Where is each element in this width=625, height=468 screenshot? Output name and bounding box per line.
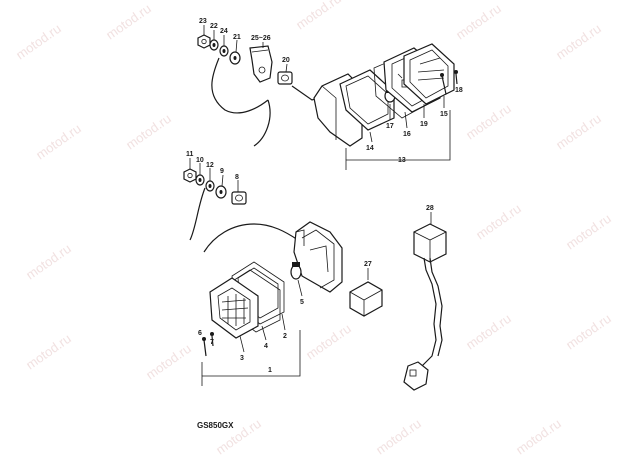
watermark-text: motod.ru	[453, 1, 504, 43]
model-label: GS850GX	[197, 421, 234, 430]
flasher-harness-28: 28	[403, 205, 447, 391]
callout-12: 12	[206, 162, 214, 169]
watermark-text: motod.ru	[13, 21, 64, 63]
callout-20: 20	[282, 57, 290, 64]
callout-22: 22	[210, 23, 218, 30]
callout-25-26: 25~26	[251, 35, 271, 42]
watermark-text: motod.ru	[473, 201, 524, 243]
upper-turn-signal-assembly	[197, 25, 458, 170]
leader-3	[239, 335, 245, 353]
callout-8: 8	[235, 174, 239, 181]
washer-24	[219, 45, 229, 57]
callout-9: 9	[220, 168, 224, 175]
callout-14: 14	[366, 145, 374, 152]
lamp-lens-frame	[339, 69, 395, 131]
callout-24: 24	[220, 28, 228, 35]
watermark-text: motod.ru	[143, 341, 194, 383]
callout-10: 10	[196, 157, 204, 164]
leader-4	[261, 325, 267, 341]
callout-7: 7	[210, 339, 214, 346]
callout-3: 3	[240, 355, 244, 362]
leader-5	[297, 279, 303, 297]
watermark-text: motod.ru	[103, 1, 154, 43]
callout-21: 21	[233, 34, 241, 41]
lower-turn-signal-assembly	[183, 158, 343, 386]
callout-2: 2	[283, 333, 287, 340]
leader-14	[369, 131, 373, 143]
watermark-text: motod.ru	[563, 211, 614, 253]
bracket-25-26	[249, 45, 273, 83]
nut-23	[197, 34, 211, 49]
callout-28: 28	[426, 205, 434, 212]
grommet-20	[277, 71, 293, 85]
callout-15: 15	[440, 111, 448, 118]
callout-23: 23	[199, 18, 207, 25]
screw-15	[440, 73, 447, 95]
watermark-text: motod.ru	[463, 311, 514, 353]
screw-18	[454, 70, 458, 85]
callout-11: 11	[186, 151, 194, 158]
upper-callouts: 23 22 24 21 25~26 20 14 17 16 19 15 18 1…	[199, 18, 463, 164]
washer-10	[195, 174, 205, 186]
washer-9	[215, 185, 227, 199]
watermark-text: motod.ru	[373, 416, 424, 458]
leader-20	[285, 63, 288, 73]
assembly-1-bracket	[201, 330, 301, 386]
callout-16: 16	[403, 131, 411, 138]
lower-wire-2	[203, 223, 299, 253]
callout-6: 6	[198, 330, 202, 337]
bulb-5	[290, 262, 302, 280]
watermark-text: motod.ru	[23, 331, 74, 373]
callout-1: 1	[268, 367, 272, 374]
assembly-13-bracket	[345, 110, 451, 170]
watermark-text: motod.ru	[563, 311, 614, 353]
watermark-text: motod.ru	[293, 0, 344, 32]
upper-wire-2	[253, 99, 271, 147]
screw-7	[210, 332, 214, 347]
callout-27: 27	[364, 261, 372, 268]
washer-22	[209, 39, 219, 51]
grommet-8	[231, 191, 247, 205]
relay-27: 27	[349, 261, 383, 317]
callout-4: 4	[264, 343, 268, 350]
lens-3	[209, 277, 259, 339]
washer-21	[229, 51, 241, 65]
leader-9	[221, 174, 224, 187]
watermark-text: motod.ru	[553, 111, 604, 153]
washer-12	[205, 180, 215, 192]
lower-callouts: 11 10 12 9 8 5 2 4 3 6 7 1	[186, 151, 304, 374]
callout-18: 18	[455, 87, 463, 94]
watermark-text: motod.ru	[303, 321, 354, 363]
callout-17: 17	[386, 123, 394, 130]
leader-16	[404, 111, 408, 129]
leader-21	[235, 39, 238, 53]
lower-lamp-body	[293, 221, 343, 293]
watermark-text: motod.ru	[123, 111, 174, 153]
watermark-text: motod.ru	[23, 241, 74, 283]
callout-5: 5	[300, 299, 304, 306]
lower-wire-1	[189, 187, 206, 241]
upper-wire-1	[211, 57, 269, 114]
leader-2	[281, 313, 286, 331]
screw-6	[202, 337, 207, 357]
watermark-text: motod.ru	[33, 121, 84, 163]
callout-13: 13	[398, 157, 406, 164]
nut-11	[183, 168, 197, 183]
watermark-text: motod.ru	[463, 101, 514, 143]
watermark-text: motod.ru	[553, 21, 604, 63]
lens-plate-19	[403, 43, 455, 105]
callout-19: 19	[420, 121, 428, 128]
watermark-text: motod.ru	[513, 416, 564, 458]
